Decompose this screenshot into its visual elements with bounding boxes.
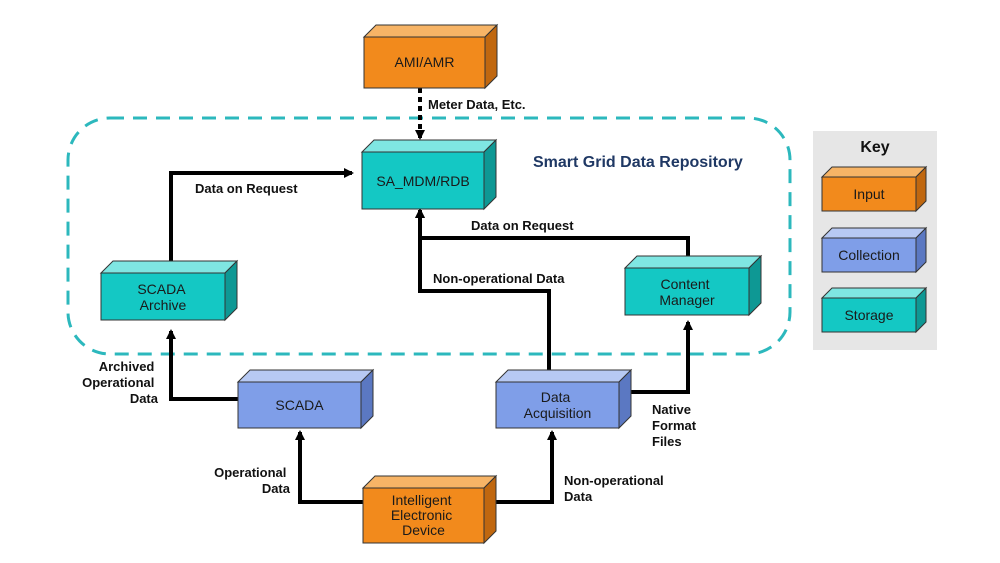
key-input-swatch: Input [820,165,928,213]
repository-label: SA_MDM/RDB [376,173,469,189]
ied-label: Intelligent Electronic Device [391,492,456,538]
ied-to-scada-arrow [295,430,363,504]
repository-box: SA_MDM/RDB [360,138,498,211]
ami-amr-label: AMI/AMR [395,54,455,70]
scada-archive-label: SCADA Archive [137,281,188,313]
key-storage-swatch: Storage [820,286,928,334]
acquisition-to-content-arrow [623,320,693,394]
content-manager-label: Content Manager [659,276,715,308]
data-on-request-left-label: Data on Request [195,181,298,196]
diagram-title: Smart Grid Data Repository [533,154,743,171]
scada-archive-box: SCADA Archive [99,259,239,322]
non-operational-bottom-label: Non-operational Data [564,473,667,504]
acquisition-to-repo-arrow [415,208,551,370]
ami-amr-box: AMI/AMR [362,23,499,90]
archive-to-repo-arrow [169,168,354,265]
key-storage-label: Storage [844,307,893,323]
archived-operational-label: Archived Operational Data [82,359,159,406]
data-acquisition-label: Data Acquisition [524,389,592,421]
native-format-files-label: Native Format Files [652,402,700,449]
key-title: Key [860,139,889,156]
scada-to-archive-arrow [166,329,238,401]
ied-box: Intelligent Electronic Device [361,474,498,545]
operational-data-label: Operational Data [214,465,291,496]
scada-label: SCADA [275,397,324,413]
data-on-request-right-label: Data on Request [471,218,574,233]
key-collection-label: Collection [838,247,899,263]
data-acquisition-box: Data Acquisition [494,368,633,430]
meter-data-label: Meter Data, Etc. [428,97,526,112]
content-manager-box: Content Manager [623,254,763,317]
content-to-repo-arrow [415,208,690,256]
key-input-label: Input [853,186,884,202]
key-collection-swatch: Collection [820,226,928,274]
non-operational-top-label: Non-operational Data [433,271,565,286]
connectors [166,88,693,504]
ied-to-acquisition-arrow [487,430,557,504]
scada-box: SCADA [236,368,375,430]
